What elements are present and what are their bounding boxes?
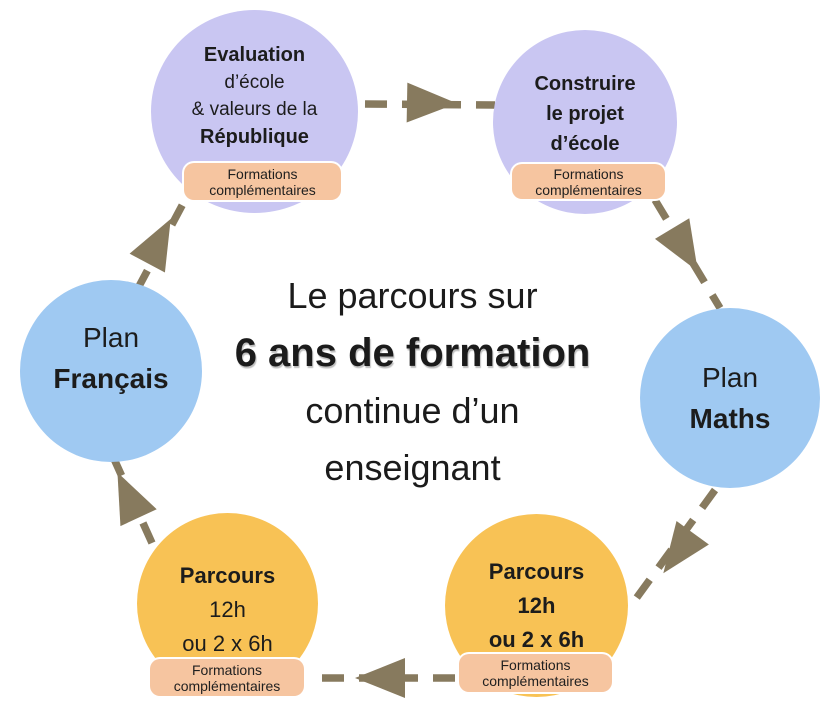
title-line-2: 6 ans de formation xyxy=(234,331,591,375)
badge-label: Formations xyxy=(191,661,263,678)
badge-formations-complementaires: Formations complémentaires xyxy=(150,659,304,696)
node-label: le projet xyxy=(546,103,624,125)
node-label: & valeurs de la xyxy=(191,98,318,120)
arrow-construire-to-plan-maths-icon xyxy=(651,198,724,310)
arrow-parcours-droite-to-parcours-gauche-icon xyxy=(310,658,455,698)
node-label: d’école xyxy=(224,71,285,93)
node-label: Parcours xyxy=(179,562,276,588)
center-title: Le parcours sur 6 ans de formation conti… xyxy=(230,268,595,496)
badge-label: complémentaires xyxy=(535,181,642,198)
node-label: 12h xyxy=(517,592,556,618)
node-label: Plan xyxy=(82,322,140,353)
badge-label: Formations xyxy=(500,657,571,673)
badge-label: complémentaires xyxy=(209,181,316,198)
badge-label: complémentaires xyxy=(482,673,589,689)
badge-formations-complementaires: Formations complémentaires xyxy=(459,654,612,692)
badge-label: complémentaires xyxy=(173,677,281,694)
arrow-evaluation-to-construire-icon xyxy=(364,82,496,123)
node-label: Construire xyxy=(534,73,636,95)
badge-label: Formations xyxy=(227,165,298,182)
node-label: République xyxy=(200,125,309,148)
arrow-plan-maths-to-parcours-icon xyxy=(631,487,719,603)
node-label: Maths xyxy=(689,403,771,434)
node-label: 12h xyxy=(209,596,246,622)
node-label: Français xyxy=(53,363,169,394)
arrow-parcours-to-plan-francais-icon xyxy=(106,448,157,545)
node-label: Evaluation xyxy=(203,43,306,66)
node-label: ou 2 x 6h xyxy=(182,630,273,656)
node-label: Plan xyxy=(701,362,759,393)
node-label: Parcours xyxy=(488,558,585,584)
arrow-plan-francais-to-evaluation-icon xyxy=(129,198,189,292)
node-label: d’école xyxy=(550,133,620,155)
node-label: ou 2 x 6h xyxy=(488,626,585,652)
node-plan-maths: Plan Maths xyxy=(640,308,820,488)
badge-formations-complementaires: Formations complémentaires xyxy=(184,163,341,200)
badge-label: Formations xyxy=(553,165,624,182)
node-plan-francais: Plan Français xyxy=(20,280,202,462)
badge-formations-complementaires: Formations complémentaires xyxy=(512,164,665,199)
title-line-1: Le parcours sur xyxy=(287,275,538,316)
title-line-3: continue d’un xyxy=(305,390,520,431)
title-line-4: enseignant xyxy=(324,447,501,488)
